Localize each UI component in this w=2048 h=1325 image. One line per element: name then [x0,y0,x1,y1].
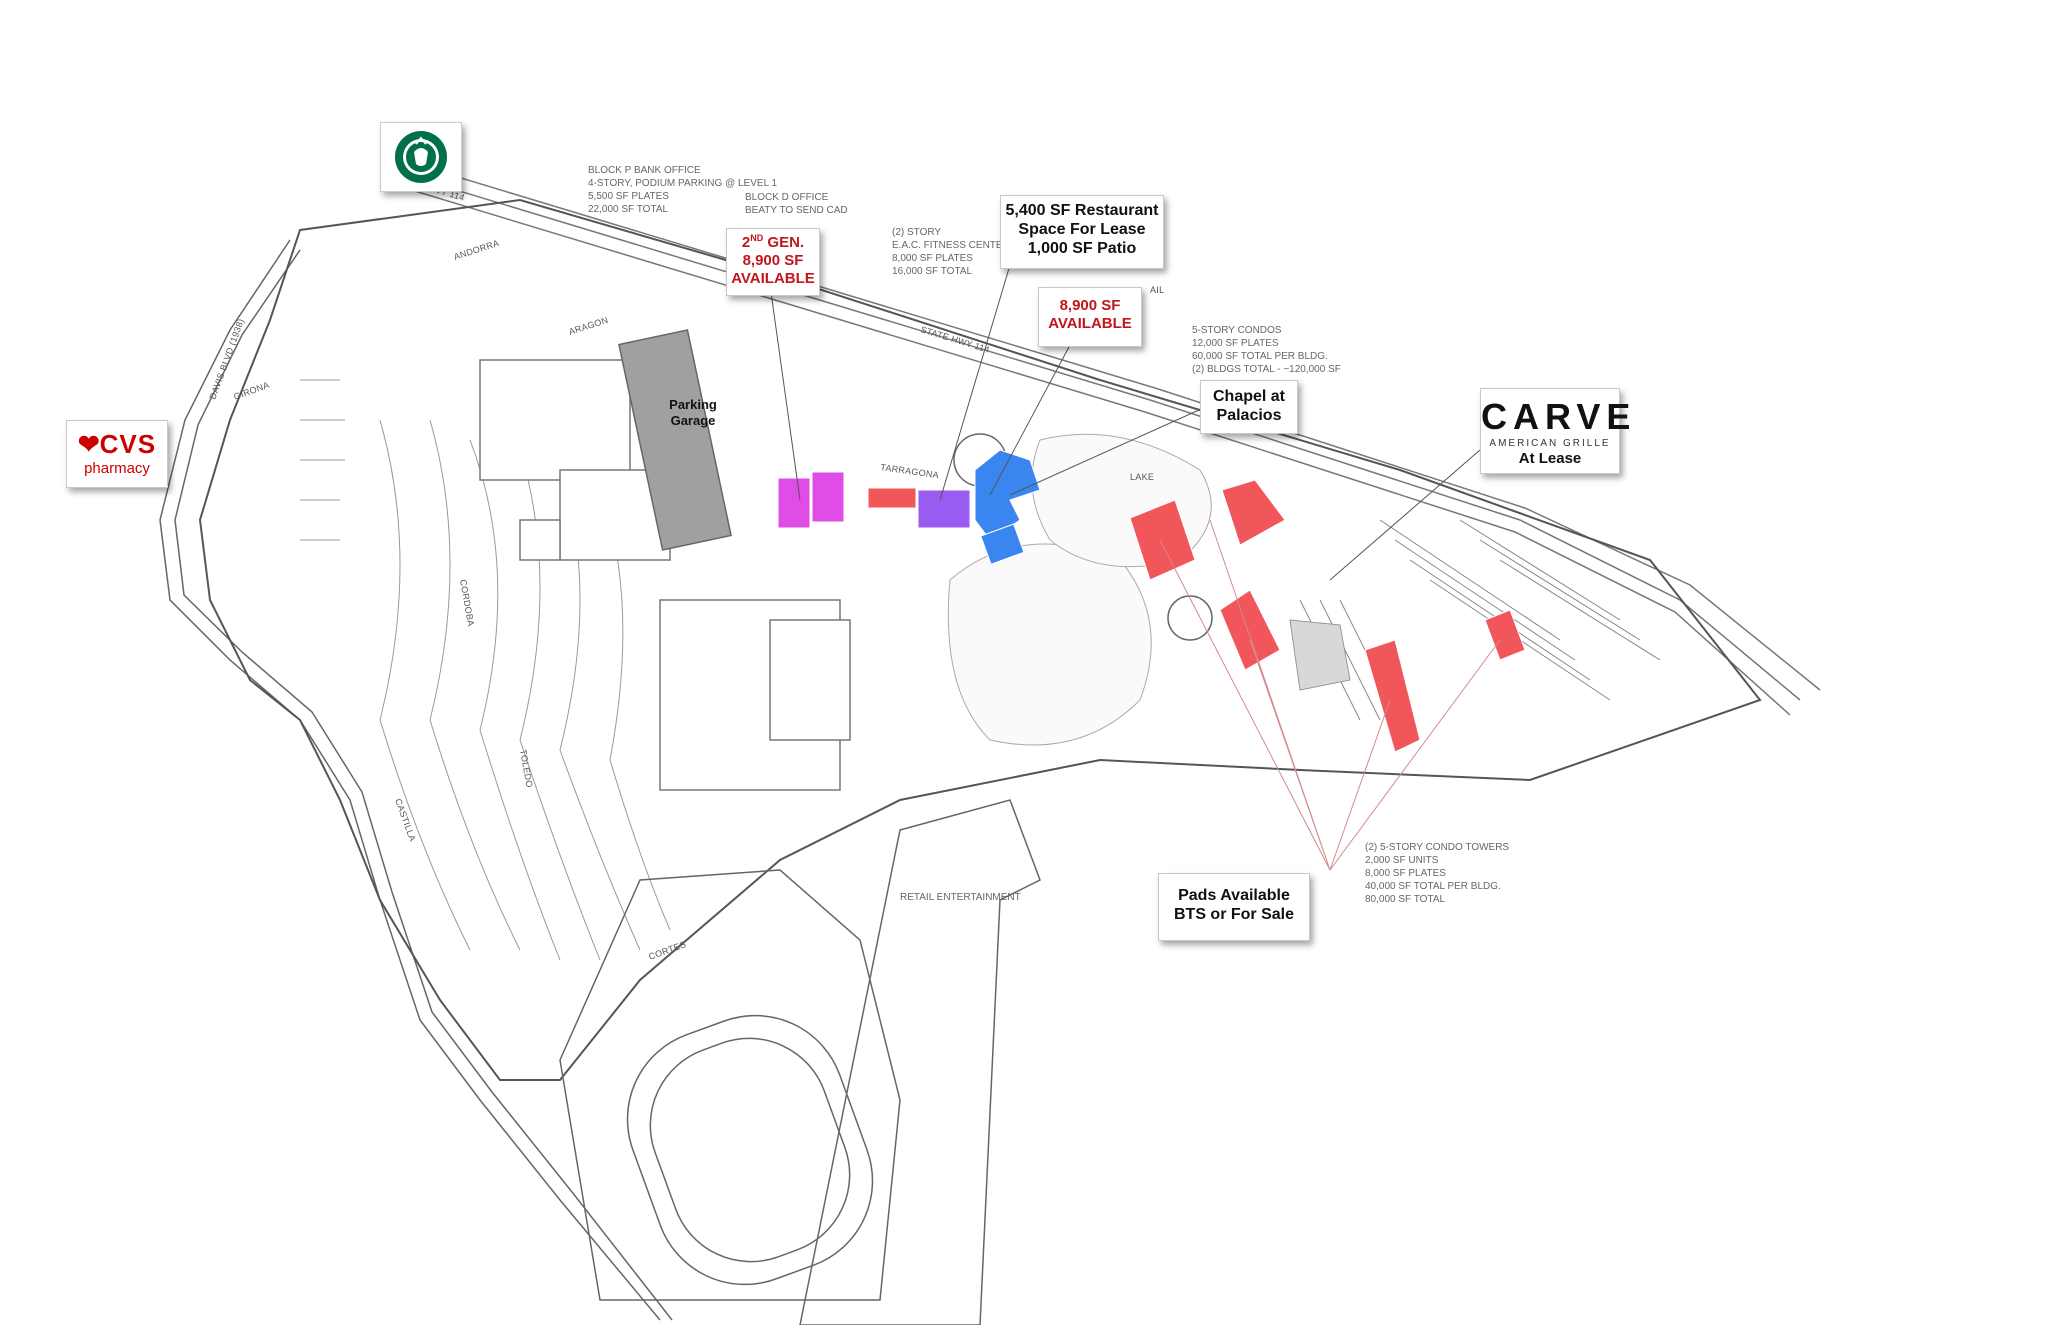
fitness-note-1: (2) STORY [892,227,941,238]
lake-label: LAKE [1130,472,1154,482]
toledo-label: TOLEDO [518,749,535,789]
aragon-label: ARAGON [568,315,610,337]
red-pad-3 [1219,589,1281,671]
cvs-sub: pharmacy [84,460,150,478]
retail-entertainment-site [799,799,1041,1325]
starbucks-siren-icon [395,131,447,183]
starbucks-logo [380,122,462,192]
callout-leaders [769,264,1501,871]
red-pad-4 [1364,639,1421,753]
block-p-note-3: 5,500 SF PLATES [588,191,669,202]
gen-num: 2 [741,234,751,251]
office-buildings [479,359,851,791]
red-suite-tarragona [867,487,917,509]
red-pad-2 [1221,479,1286,546]
restaurant-line-3: 1,000 SF Patio [1027,240,1137,258]
fitness-note-3: 8,000 SF PLATES [892,253,973,264]
cvs-heart-icon: ❤ [77,429,100,459]
gen-sup: ND [750,233,764,243]
grey-pad [1289,619,1351,691]
girona-label: GIRONA [232,380,270,402]
towers-note-2: 2,000 SF UNITS [1365,855,1439,866]
east-parking-lots [1299,519,1661,721]
condos-note-1: 5-STORY CONDOS [1192,325,1282,336]
gen-sf: 8,900 SF [742,252,804,269]
block-p-note-2: 4-STORY, PODIUM PARKING @ LEVEL 1 [588,178,778,189]
carve-sub: AMERICAN GRILLE [1489,438,1611,450]
block-d-note-2: BEATY TO SEND CAD [745,205,848,216]
parking-garage-label: Parking Garage [664,397,722,428]
andorra-label: ANDORRA [453,238,501,262]
pads-line-2: BTS or For Sale [1173,906,1295,924]
fitness-note-4: 16,000 SF TOTAL [892,266,972,277]
towers-note-5: 80,000 SF TOTAL [1365,894,1445,905]
site-boundary [198,198,1762,1081]
condos-note-3: 60,000 SF TOTAL PER BLDG. [1192,351,1328,362]
blue-patio [980,523,1025,565]
condos-note-2: 12,000 SF PLATES [1192,338,1279,349]
retail-entertainment-label: RETAIL ENTERTAINMENT [900,892,1021,903]
callout-carve: CARVE AMERICAN GRILLE At Lease [1480,388,1637,474]
parking-garage [618,329,732,551]
hwy-label: STATE HWY 114 [919,324,991,355]
ail-label: AIL [1150,285,1164,295]
gen-available: AVAILABLE [731,270,815,287]
callout-restaurant: 5,400 SF Restaurant Space For Lease 1,00… [1000,195,1164,269]
magenta-suite-1 [777,477,811,529]
callout-2nd-gen: 2ND GEN. 8,900 SF AVAILABLE [726,228,820,296]
cortes-label: CORTES [647,939,687,962]
chapel-line-2: Palacios [1216,407,1282,425]
callout-chapel: Chapel at Palacios [1200,380,1298,434]
parking-line-1: Parking [669,397,717,412]
callout-8900-available: 8,900 SF AVAILABLE [1038,287,1142,347]
towers-note-1: (2) 5-STORY CONDO TOWERS [1365,842,1509,853]
chapel-line-1: Chapel at [1212,388,1285,405]
available-suites [777,449,1526,753]
plan-labels: STATE HWY 114 STATE HWY 114 DAVIS BLVD (… [207,165,1509,962]
lake [947,543,1152,746]
block-d-note-1: BLOCK D OFFICE [745,192,829,203]
block-p-note-1: BLOCK P BANK OFFICE [588,165,701,176]
pads-line-1: Pads Available [1178,887,1290,904]
davis-label: DAVIS BLVD (1938) [207,317,246,401]
condos-note-4: (2) BLDGS TOTAL - ~120,000 SF [1192,364,1341,375]
traffic-circle-east [1167,595,1213,641]
restaurant-line-2: Space For Lease [1018,221,1146,239]
magenta-suite-2 [811,471,845,523]
avail-sf: 8,900 SF [1059,297,1121,314]
fitness-note-2: E.A.C. FITNESS CENTER [892,240,1010,251]
tarragona-label: TARRAGONA [880,462,940,480]
restaurant-line-1: 5,400 SF Restaurant [1005,202,1159,219]
block-p-note-4: 22,000 SF TOTAL [588,204,668,215]
sports-field [559,869,901,1301]
carve-brand: CARVE [1481,396,1637,437]
purple-suite [917,489,971,529]
cvs-logo: ❤CVS pharmacy [66,420,168,488]
gen-word: GEN. [763,234,805,251]
towers-note-4: 40,000 SF TOTAL PER BLDG. [1365,881,1501,892]
callout-pads: Pads Available BTS or For Sale [1158,873,1310,941]
blue-restaurant-space [974,449,1041,541]
red-pad-1 [1129,499,1196,581]
carve-status: At Lease [1518,450,1582,468]
towers-note-3: 8,000 SF PLATES [1365,868,1446,879]
cordoba-label: CORDOBA [458,579,476,628]
state-highway-114 [384,157,1821,716]
parking-line-2: Garage [670,412,716,428]
cvs-brand: CVS [99,429,157,459]
avail-word: AVAILABLE [1048,315,1132,332]
